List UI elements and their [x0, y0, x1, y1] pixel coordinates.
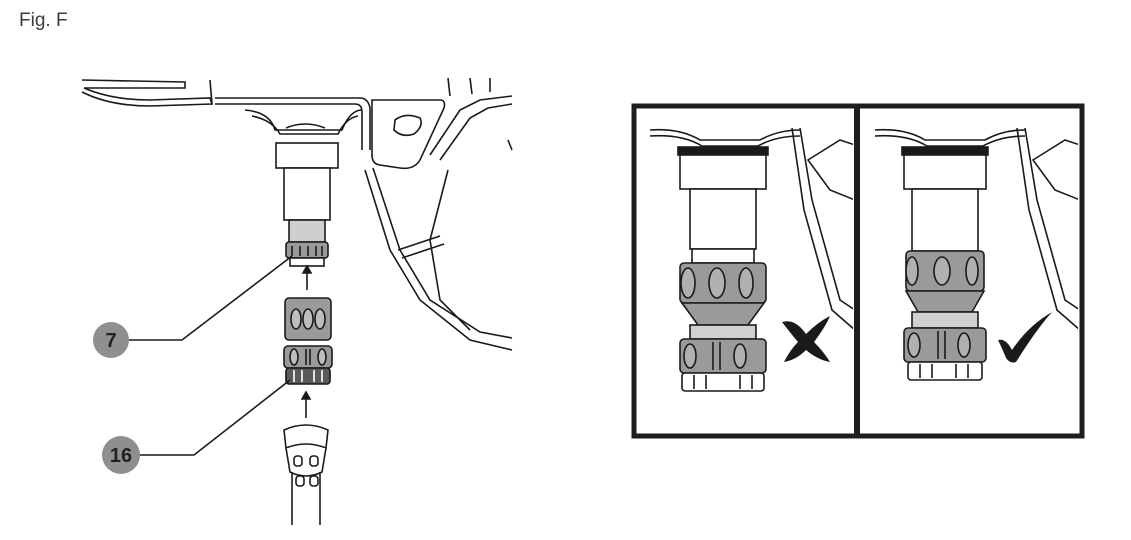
- check-icon: [998, 312, 1052, 363]
- connector-part-7: [283, 297, 333, 385]
- callout-7-number: 7: [105, 330, 116, 352]
- cross-icon: [782, 316, 830, 362]
- callout-leaders: [128, 255, 293, 456]
- figure-label: Fig. F: [19, 10, 68, 31]
- callout-7: 7: [93, 322, 129, 358]
- correct-panel: [874, 127, 1078, 381]
- incorrect-panel: [649, 127, 853, 392]
- assembly-arrows: [300, 264, 313, 418]
- callout-16-number: 16: [110, 445, 132, 467]
- machine-body-outline: [81, 77, 513, 351]
- callout-16: 16: [102, 436, 140, 474]
- machine-outlet-fitting: [275, 142, 339, 267]
- garden-hose: [283, 424, 329, 525]
